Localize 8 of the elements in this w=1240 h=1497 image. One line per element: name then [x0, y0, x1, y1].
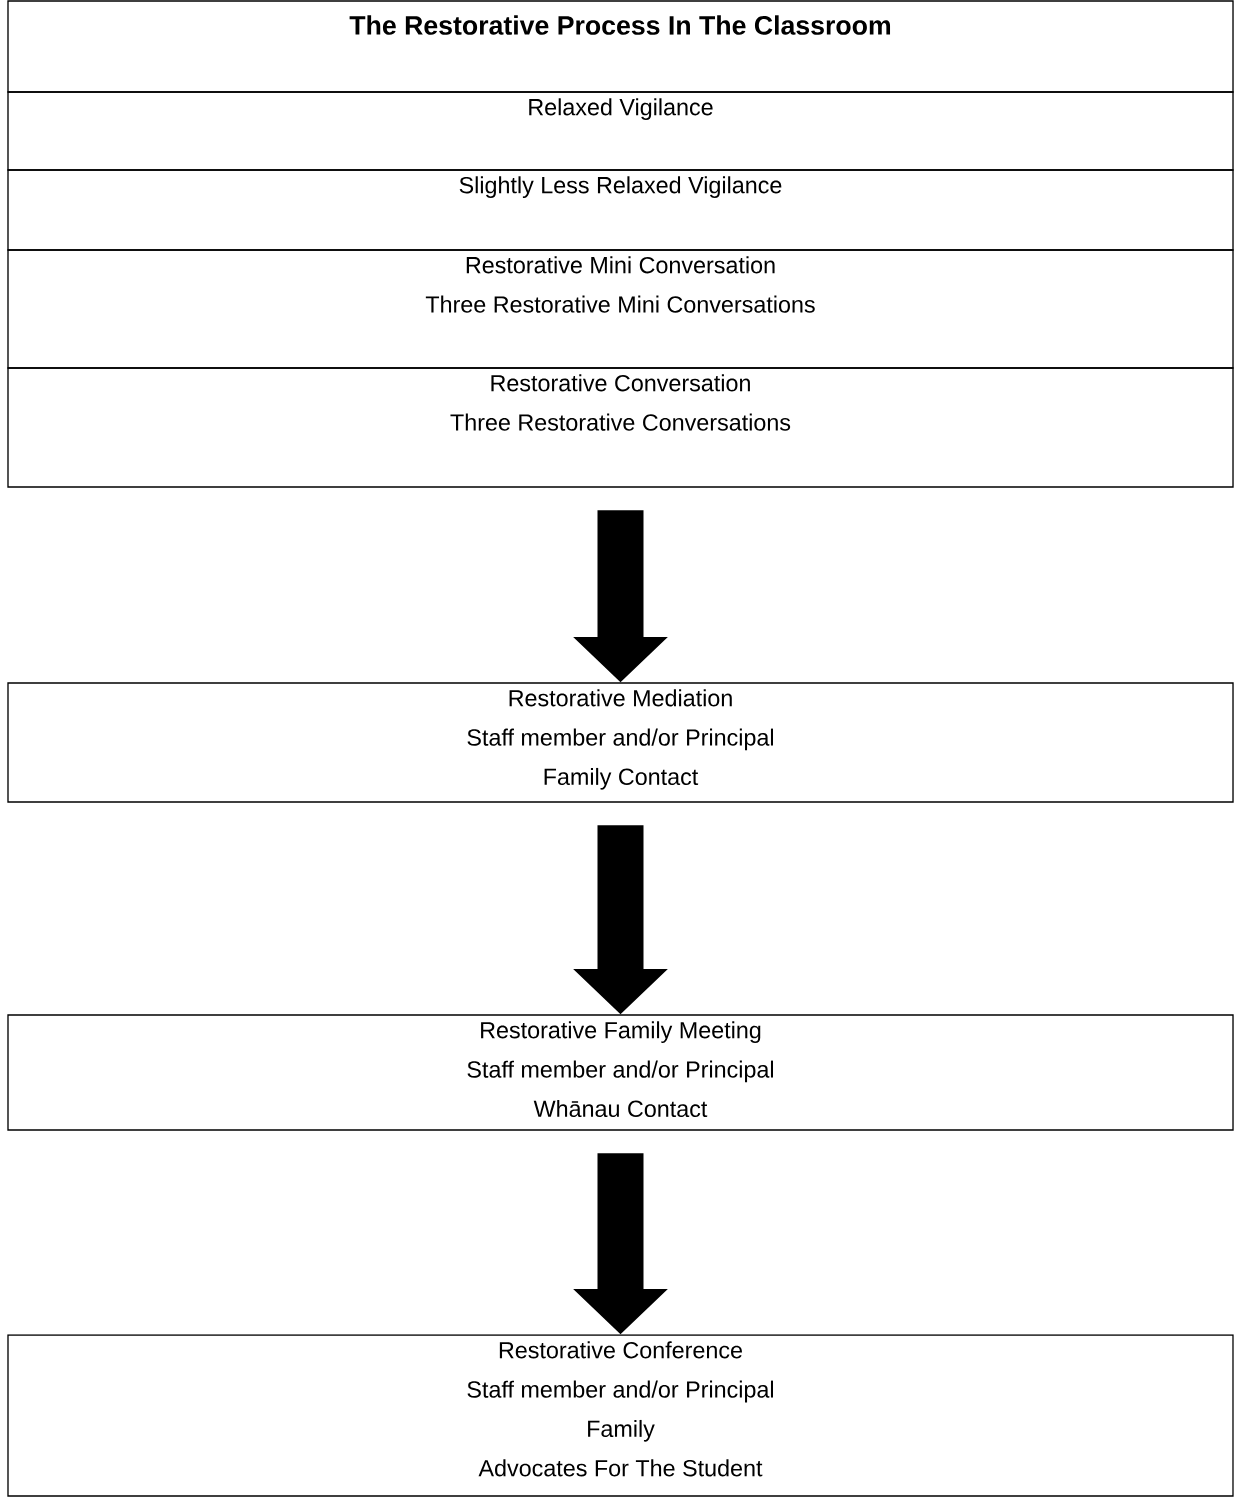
process-box: Relaxed Vigilance — [7, 91, 1234, 171]
process-box: Restorative Mediation Staff member and/or Principal Family Contact — [7, 682, 1234, 803]
process-box: Slightly Less Relaxed Vigilance — [7, 169, 1234, 251]
process-box: Restorative Conference Staff member and/or Principal Family Advocates For The Student — [7, 1334, 1234, 1497]
process-box: Restorative Family Meeting Staff member and/or Principal Whānau Contact — [7, 1014, 1234, 1131]
process-box: Restorative Conversation Three Restorative Conversations — [7, 367, 1234, 488]
title-box: The Restorative Process In The Classroom — [7, 0, 1234, 93]
process-box: Restorative Mini Conversation Three Restorative Mini Conversations — [7, 249, 1234, 369]
